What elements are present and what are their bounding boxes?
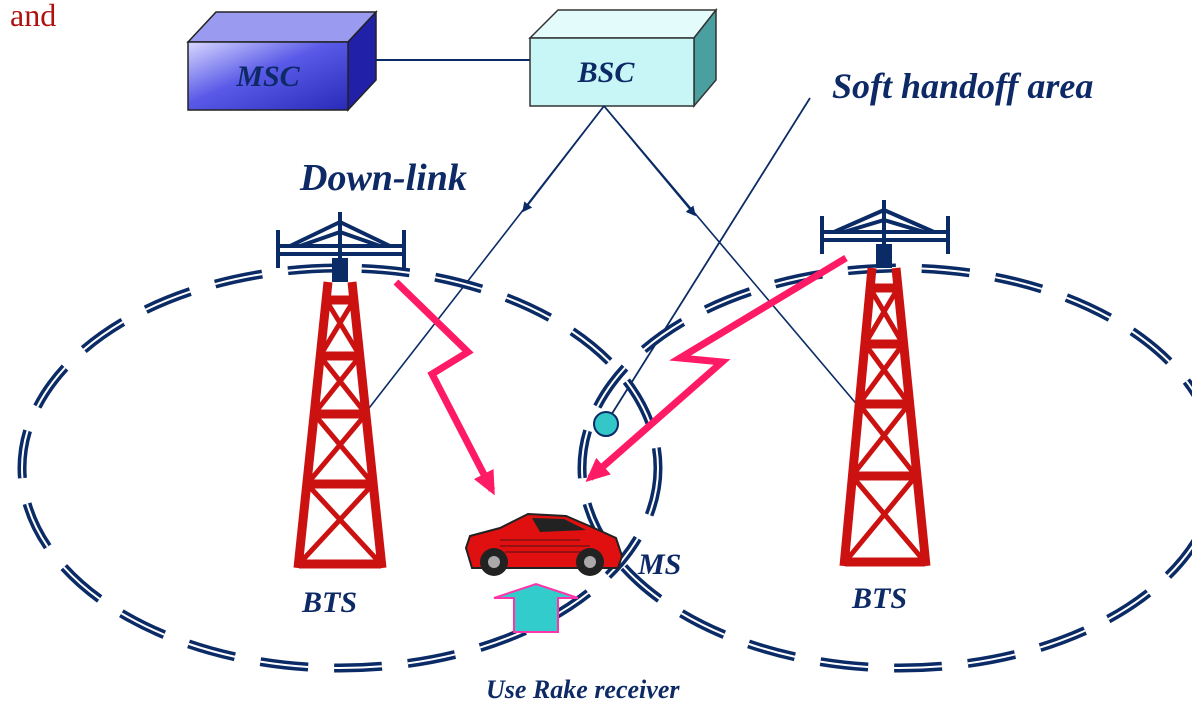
signal-arrow-left (393, 279, 496, 496)
bsc-box: BSC (528, 7, 718, 109)
cell-right (577, 263, 1192, 673)
rake-receiver-arrow (493, 582, 579, 633)
bsc-label: BSC (577, 56, 636, 89)
bts-left-label: BTS (301, 586, 357, 619)
bts-tower-left (276, 212, 406, 569)
signal-arrow-right (585, 255, 848, 482)
ms-label: MS (637, 548, 681, 581)
cell-left (17, 263, 663, 673)
bsc-to-left-arrow (522, 105, 605, 213)
soft-handoff-label: Soft handoff area (832, 66, 1093, 106)
bsc-to-right-arrow (603, 105, 696, 217)
bsc-links (351, 105, 871, 431)
soft-handoff-pointer (606, 97, 811, 423)
msc-box: MSC (186, 10, 378, 112)
bts-tower-right (820, 200, 950, 567)
down-link-label: Down-link (299, 157, 467, 199)
msc-label: MSC (235, 60, 300, 93)
soft-handoff-dot (593, 411, 619, 437)
corner-text: and (10, 0, 56, 33)
rake-receiver-label: Use Rake receiver (486, 675, 680, 704)
bts-right-label: BTS (851, 582, 907, 615)
car-icon (464, 512, 624, 576)
